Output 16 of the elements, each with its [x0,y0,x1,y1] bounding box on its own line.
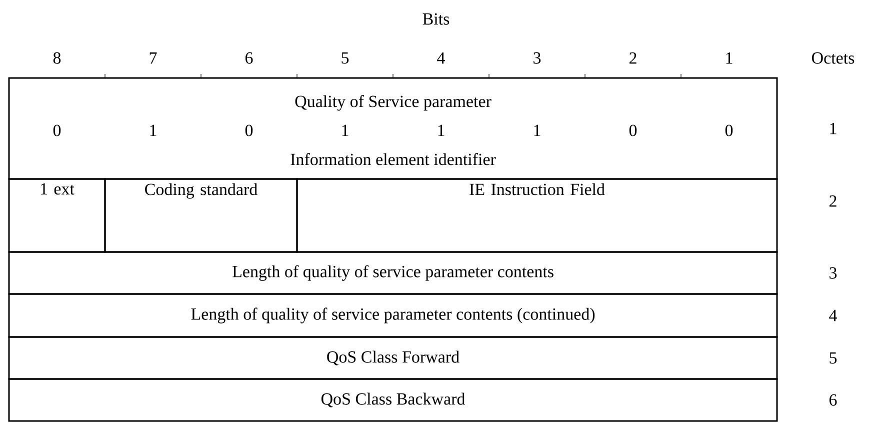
field-box: Quality of Service parameter 0 1 0 1 1 1 0 0 Information element identifier [8,77,778,180]
field-box: Length of quality of service parameter contents [8,251,778,295]
octet-number: 4 [829,310,837,322]
octet-number: 6 [830,394,837,406]
octet-number: 2 [830,195,836,207]
field-box: Length of quality of service parameter contents (continued) [8,293,778,338]
field-box: QoS Class Forward [8,336,778,380]
octet-number: 3 [830,267,837,279]
column-title: Octets [812,52,854,64]
field-box: IE Instruction Field [296,178,778,253]
field-box: 1 ext [8,178,106,253]
field-box: QoS Class Backward [8,378,778,422]
field-box: Coding standard [104,178,298,253]
octet-number: 1 [830,122,836,134]
axis-title: Bits [422,13,450,25]
octet-number: 5 [830,352,837,364]
